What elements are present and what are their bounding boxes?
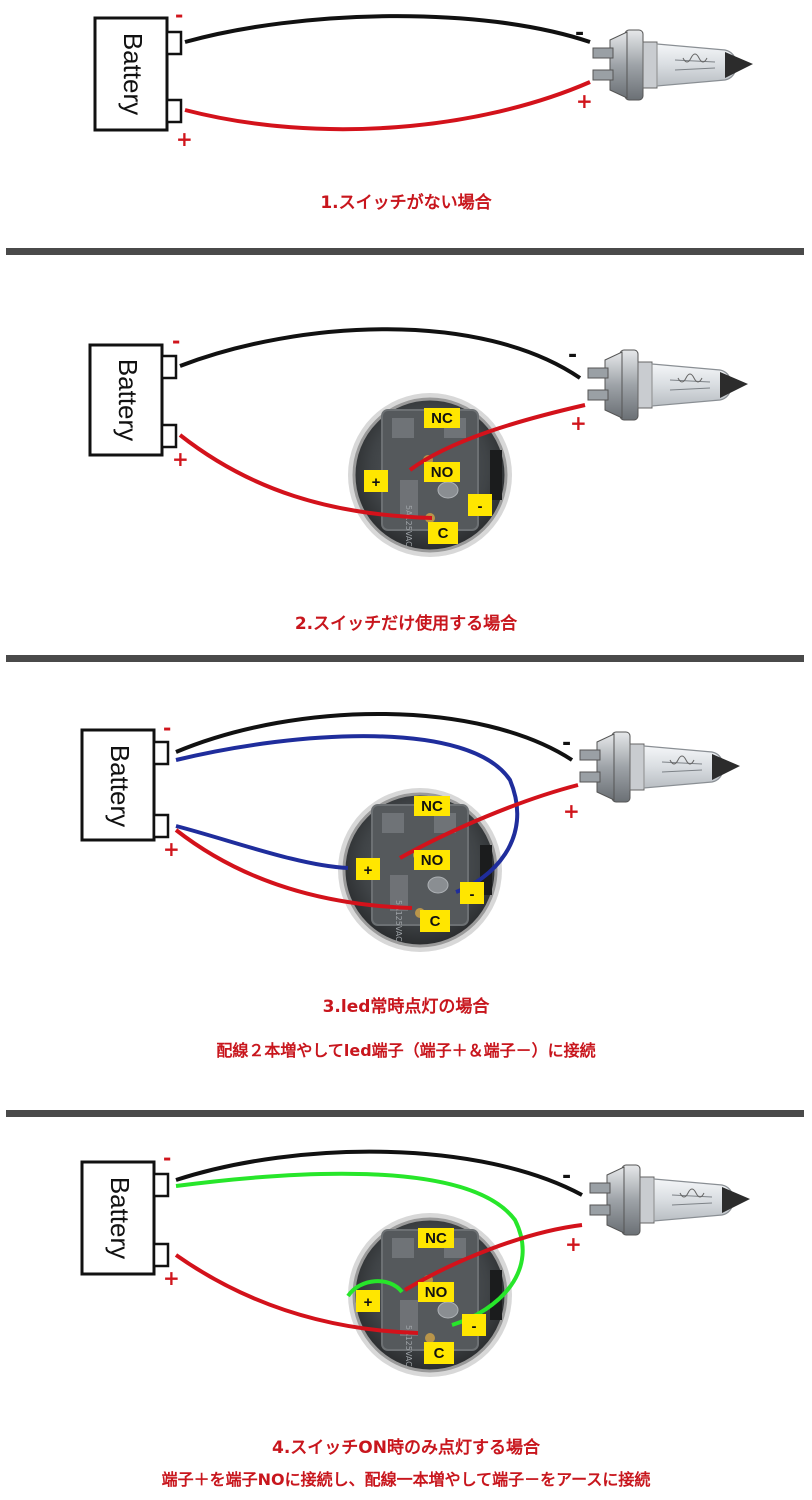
- battery-plus-sign: +: [172, 447, 189, 471]
- battery-label: Battery: [105, 745, 135, 827]
- wire-red: [184, 80, 591, 132]
- wire-red: [408, 403, 586, 472]
- battery-plus-sign: +: [163, 1266, 180, 1290]
- terminal-no-label: NO: [425, 1284, 448, 1301]
- bulb-icon: [592, 29, 754, 101]
- terminal-no-label: NO: [421, 852, 444, 869]
- battery-label: Battery: [118, 33, 148, 115]
- bulb-plus-sign: +: [565, 1232, 582, 1256]
- section-2-diagram: Battery - + - + NC NO + - C: [88, 327, 749, 559]
- wire-black: [175, 711, 574, 762]
- section-1-caption: 1.スイッチがない場合: [320, 193, 492, 213]
- battery-minus-sign: -: [172, 329, 180, 353]
- battery-minus-sign: -: [163, 1146, 171, 1170]
- battery-minus-sign: -: [175, 3, 183, 27]
- battery: Battery: [93, 16, 183, 132]
- bulb-icon: [587, 349, 749, 421]
- section-1-diagram: Battery - + - +: [93, 3, 754, 151]
- section-2-caption: 2.スイッチだけ使用する場合: [294, 614, 518, 634]
- terminal-nc-label: NC: [425, 1230, 447, 1247]
- terminal-minus-label: -: [470, 886, 475, 903]
- wire-red: [174, 828, 413, 910]
- bulb-plus-sign: +: [576, 89, 593, 113]
- battery: Battery: [80, 1160, 170, 1276]
- terminal-nc-label: NC: [421, 798, 443, 815]
- bulb-minus-sign: -: [562, 1164, 571, 1189]
- wire-red: [403, 1223, 583, 1292]
- bulb-minus-sign: -: [568, 343, 577, 368]
- bulb-plus-sign: +: [570, 411, 587, 435]
- battery: Battery: [80, 728, 170, 842]
- wire-black: [175, 1149, 583, 1197]
- bulb-minus-sign: -: [575, 21, 584, 46]
- bulb-icon: [579, 731, 741, 803]
- terminal-c-label: C: [434, 1345, 445, 1362]
- terminal-minus-label: -: [478, 498, 483, 515]
- wire-green: [175, 1171, 525, 1327]
- battery-plus-sign: +: [163, 837, 180, 861]
- section-3-caption: 3.led常時点灯の場合: [322, 997, 490, 1017]
- wire-red: [174, 1253, 419, 1335]
- bulb-minus-sign: -: [562, 731, 571, 756]
- terminal-minus-label: -: [472, 1318, 477, 1335]
- section-3-diagram: Battery - + - + NC NO + - C: [80, 711, 741, 954]
- terminal-plus-label: +: [364, 862, 373, 879]
- section-divider: [6, 655, 804, 662]
- section-3-note: 配線２本増やしてled端子（端子＋＆端子－）に接続: [216, 1041, 596, 1060]
- terminal-nc-label: NC: [431, 410, 453, 427]
- battery-plus-sign: +: [176, 127, 193, 151]
- wire-black: [184, 14, 591, 44]
- section-4-diagram: Battery - + - + NC NO + - C: [80, 1146, 751, 1379]
- wire-green: [346, 1279, 404, 1298]
- terminal-plus-label: +: [372, 474, 381, 491]
- section-divider: [6, 248, 804, 255]
- bulb-plus-sign: +: [563, 799, 580, 823]
- section-divider: [6, 1110, 804, 1117]
- section-4-caption: 4.スイッチON時のみ点灯する場合: [272, 1438, 540, 1458]
- wire-black: [179, 327, 582, 380]
- wire-blue: [175, 824, 349, 870]
- terminal-plus-label: +: [364, 1294, 373, 1311]
- terminal-c-label: C: [430, 913, 441, 930]
- battery-label: Battery: [113, 359, 143, 441]
- wire-blue: [175, 734, 520, 894]
- terminal-c-label: C: [438, 525, 449, 542]
- bulb-icon: [589, 1164, 751, 1236]
- battery: Battery: [88, 343, 178, 457]
- terminal-no-label: NO: [431, 464, 454, 481]
- battery-label: Battery: [105, 1177, 135, 1259]
- wire-red: [399, 783, 579, 860]
- wire-red: [178, 433, 433, 520]
- section-4-note: 端子＋を端子NOに接続し、配線一本増やして端子－をアースに接続: [161, 1470, 651, 1489]
- battery-minus-sign: -: [163, 716, 171, 740]
